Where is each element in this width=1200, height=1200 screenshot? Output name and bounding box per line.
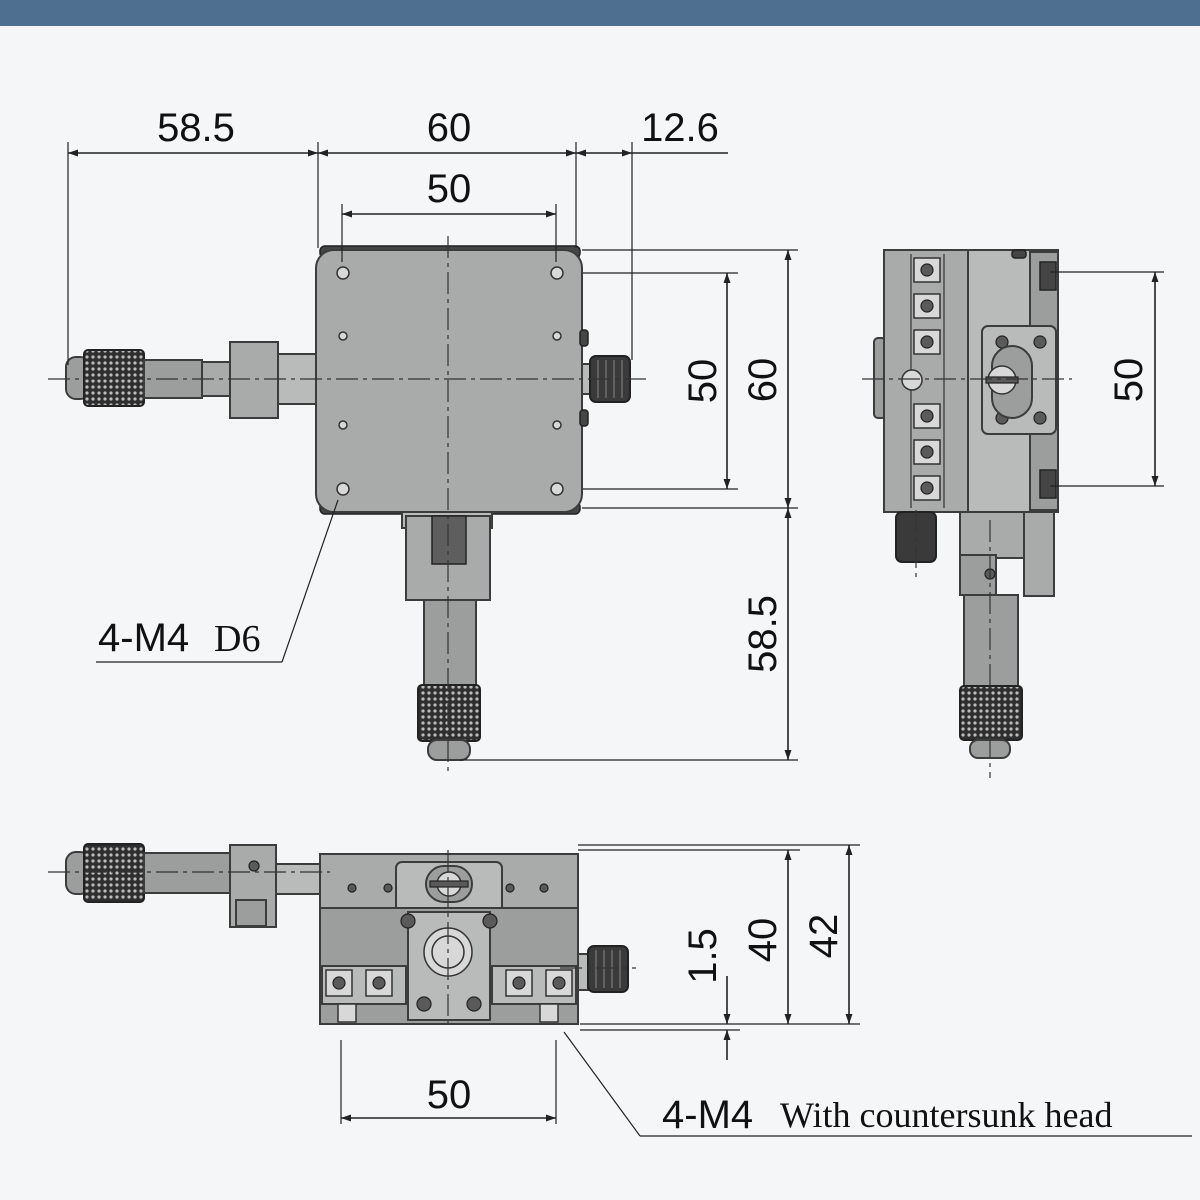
callout-top-suffix: D6 — [214, 618, 260, 660]
dim-bottom-length: 58.5 — [741, 595, 785, 673]
dim-front-width: 50 — [427, 1073, 472, 1117]
dim-height-inner: 50 — [681, 359, 725, 404]
dim-height-outer: 60 — [741, 358, 785, 403]
top-stage-body — [315, 245, 589, 515]
callout-front-suffix: With countersunk head — [780, 1095, 1112, 1135]
dim-width-outer: 60 — [427, 106, 472, 150]
callout-front-label: 4-M4 — [662, 1093, 753, 1137]
front-view: 1.5 40 42 50 4-M4 With countersunk head — [48, 843, 1192, 1137]
left-micrometer — [65, 341, 321, 419]
dim-front-height-inner: 40 — [741, 918, 785, 963]
callout-top-label: 4-M4 — [98, 616, 189, 660]
bottom-micrometer — [401, 511, 493, 761]
side-screws — [913, 257, 941, 501]
front-callout: 4-M4 With countersunk head — [563, 1031, 1192, 1137]
header-bar — [0, 0, 1200, 26]
top-callout: 4-M4 D6 — [96, 499, 339, 663]
dim-front-offset: 1.5 — [681, 928, 725, 984]
dim-width-inner: 50 — [427, 167, 472, 211]
dim-side-height: 50 — [1107, 358, 1151, 403]
side-view: 50 — [862, 249, 1164, 778]
dim-left-length: 58.5 — [157, 106, 235, 150]
dim-right-knob: 12.6 — [641, 106, 719, 150]
dim-front-height-outer: 42 — [802, 914, 846, 959]
top-view: 58.5 60 12.6 50 50 60 58.5 4-M4 D6 — [48, 106, 798, 775]
